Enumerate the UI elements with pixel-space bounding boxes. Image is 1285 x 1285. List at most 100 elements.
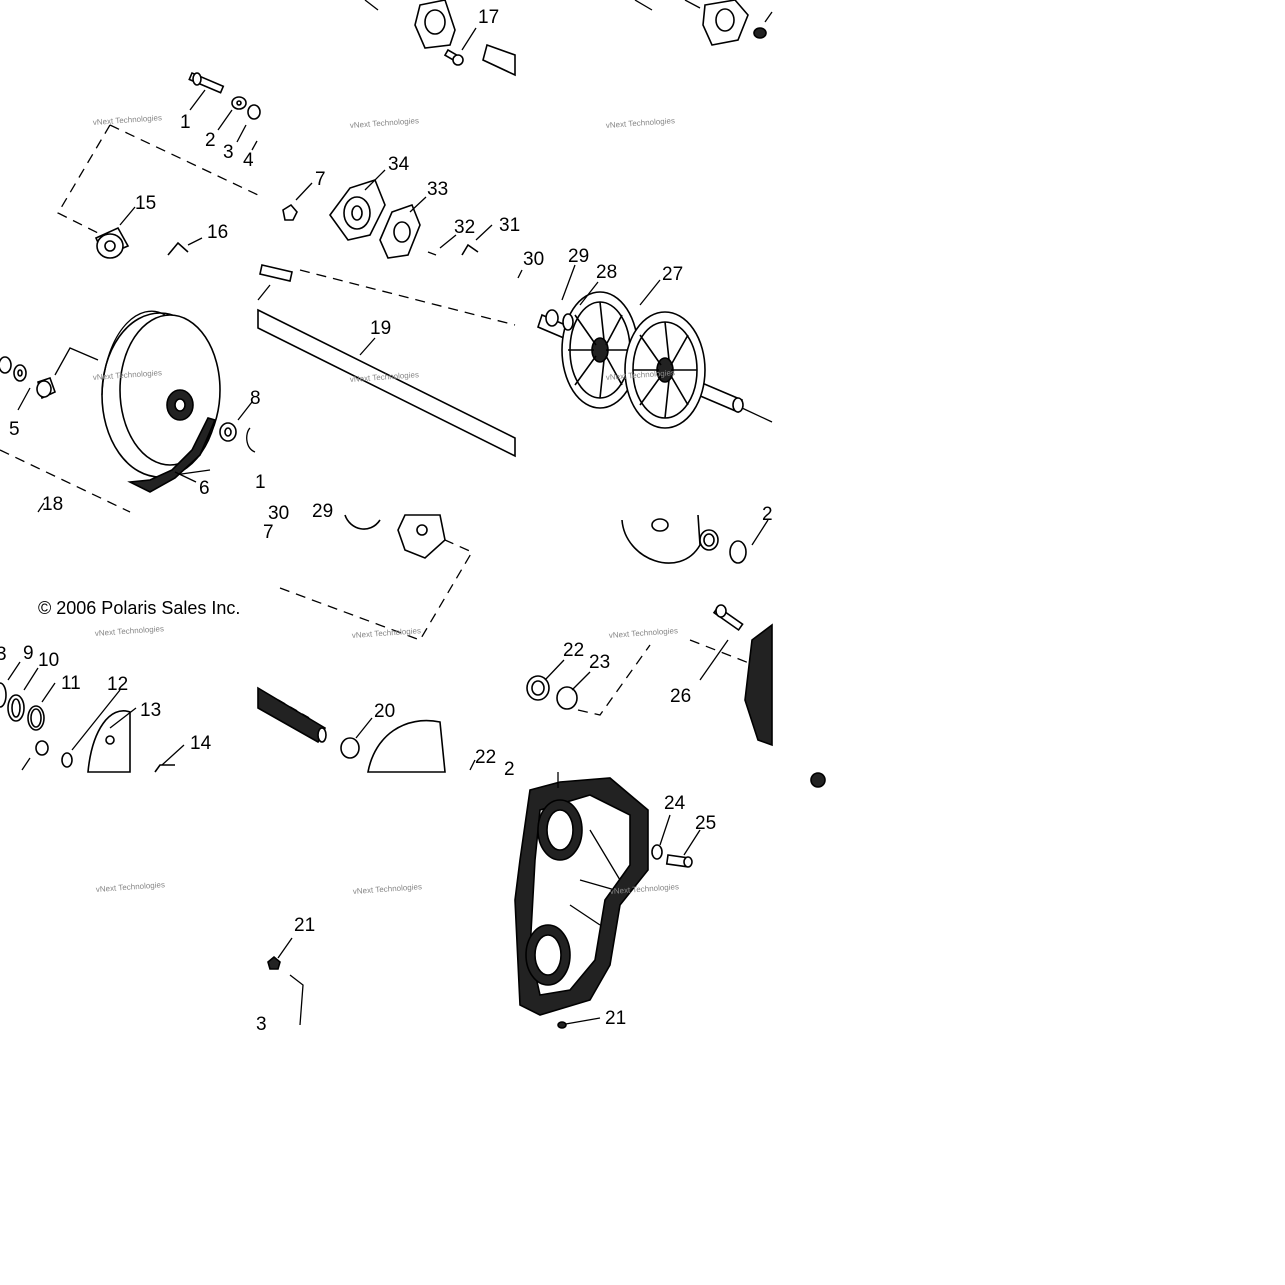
callout-33: 33 (427, 179, 448, 200)
callout-26: 26 (670, 686, 691, 707)
callout-2c: 2 (504, 759, 515, 780)
disc-part-lower (367, 719, 446, 773)
washer-left-part (0, 356, 12, 374)
tile-shaft-end (257, 514, 476, 773)
tile-bearing-flanges (282, 169, 493, 259)
callout-9: 9 (23, 643, 34, 664)
callout-29b: 29 (312, 501, 333, 522)
watermark: vNext Technologies (606, 116, 676, 130)
tile-top-flanges (364, 0, 773, 77)
collar-part-29 (545, 309, 559, 327)
collar-part-28 (562, 313, 574, 331)
bushing-part (94, 226, 130, 259)
dashed-leader-2 (57, 124, 111, 235)
callout-1b: 1 (255, 472, 266, 493)
callout-8: 8 (250, 388, 261, 409)
flange-part-lower (397, 514, 446, 559)
callout-22b: 22 (475, 747, 496, 768)
callout-18: 18 (42, 494, 63, 515)
washer-part-12 (61, 752, 73, 768)
callout-13: 13 (140, 700, 161, 721)
callout-30: 30 (523, 249, 544, 270)
callout-14: 14 (190, 733, 212, 754)
spacer-part (0, 682, 45, 731)
callout-2: 2 (205, 130, 216, 151)
disc-part-upper (621, 514, 701, 564)
watermark: vNext Technologies (350, 116, 420, 130)
callout-21b: 21 (605, 1008, 626, 1029)
callout-30b: 30 (268, 503, 289, 524)
callout-27: 27 (662, 264, 683, 285)
nut-part-left (35, 740, 49, 756)
callout-4: 4 (243, 150, 254, 171)
callout-25: 25 (695, 813, 716, 834)
shaft-part-19 (257, 308, 516, 458)
nut-part-7 (282, 203, 298, 221)
tile-driven-pulley (0, 310, 256, 513)
ring-part-20 (340, 737, 360, 759)
tile-copyright (0, 661, 185, 773)
tile-chaincase-seals (526, 514, 773, 747)
callout-20: 20 (374, 701, 395, 722)
callout-7: 7 (315, 169, 326, 190)
callout-6: 6 (199, 478, 210, 499)
splined-shaft-part (257, 686, 327, 744)
callout-5: 5 (9, 419, 20, 440)
callout-labels: 17 1 2 3 4 15 16 7 34 33 32 31 30 29 28 … (0, 7, 773, 1035)
bearing-flange-part-34 (329, 179, 386, 241)
callout-31: 31 (499, 215, 520, 236)
tile-bolt-washers (57, 71, 261, 259)
callout-12: 12 (107, 674, 128, 695)
callout-1: 1 (180, 112, 191, 133)
callout-17: 17 (478, 7, 499, 28)
seal-part-22 (526, 675, 550, 701)
watermark: vNext Technologies (96, 880, 166, 894)
callout-16: 16 (207, 222, 228, 243)
washer-inner-part (236, 100, 242, 106)
bolt-part-26 (712, 604, 744, 632)
watermark: vNext Technologies (352, 626, 422, 640)
callout-21: 21 (294, 915, 315, 936)
callout-11: 11 (61, 673, 81, 694)
watermark: vNext Technologies (609, 626, 679, 640)
callout-3b: 3 (0, 644, 7, 665)
sprocket-part-27a (561, 291, 639, 409)
watermark: vNext Technologies (353, 882, 423, 896)
copyright-text: © 2006 Polaris Sales Inc. (38, 598, 240, 618)
oring-part (729, 540, 747, 564)
shaft-segment-part (482, 43, 516, 77)
gasket-part-33 (379, 203, 421, 259)
pulley-part-6 (101, 310, 221, 493)
washer-part-2 (247, 104, 261, 120)
callout-24: 24 (664, 793, 686, 814)
callout-23: 23 (589, 652, 610, 673)
callout-15: 15 (135, 193, 156, 214)
bearing-part-29 (344, 514, 381, 530)
tile-nut-21 (267, 937, 304, 1026)
washer-part-24 (651, 844, 663, 860)
nut-part-21 (267, 955, 281, 970)
chaincase-edge-part (744, 623, 773, 747)
bushing-part-5 (36, 376, 56, 400)
tile-drive-sprockets (517, 264, 773, 429)
bolt-part-25 (665, 854, 693, 868)
callout-3: 3 (223, 142, 234, 163)
key-part (259, 264, 293, 282)
bearing-part-8 (219, 422, 256, 453)
chaincase-part (514, 777, 649, 1016)
callout-7b: 7 (263, 522, 274, 543)
clip-part-32 (427, 251, 437, 256)
callout-28: 28 (596, 262, 617, 283)
dashed-leader (109, 124, 259, 196)
callout-22: 22 (563, 640, 584, 661)
bolt-part (188, 71, 225, 94)
loose-nut-part (810, 772, 826, 788)
watermark: vNext Technologies (95, 624, 165, 638)
callout-29: 29 (568, 246, 589, 267)
oring-part-23 (556, 686, 578, 710)
part-14 (154, 764, 175, 773)
callout-19: 19 (370, 318, 391, 339)
sprocket-part-27b (624, 311, 706, 429)
tile-chaincase (514, 772, 701, 1029)
